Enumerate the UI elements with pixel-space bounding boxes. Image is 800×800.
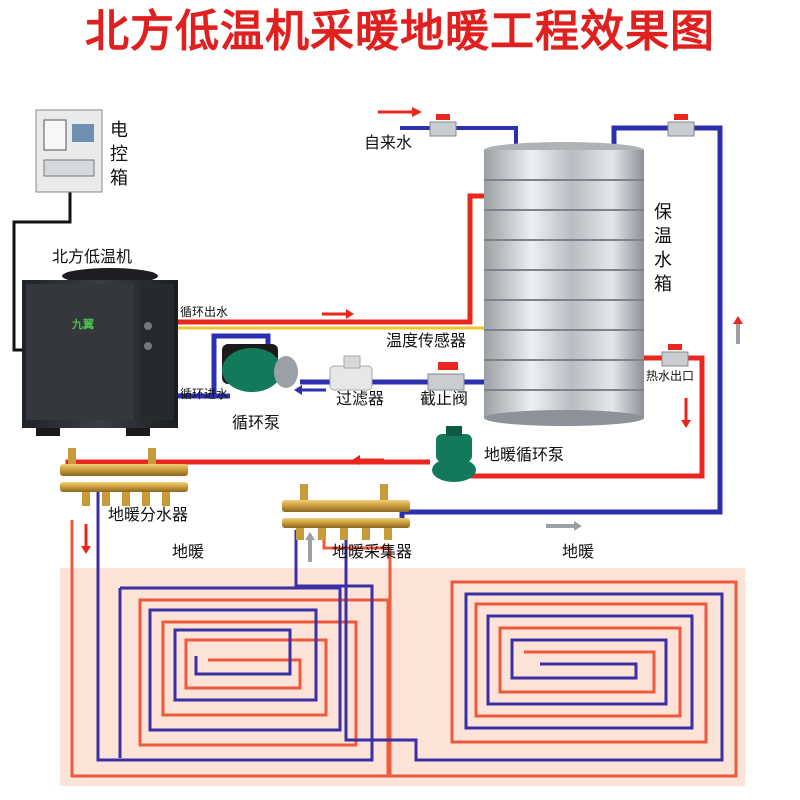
tap-water-valve [429, 114, 457, 137]
cycle-out-label: 循环出水 [180, 305, 228, 319]
hot-water-valve [661, 344, 689, 367]
floor-coil-right-red [322, 528, 738, 778]
floor-label-right: 地暖 [562, 542, 594, 561]
tank-label-4: 箱 [654, 274, 672, 295]
filter-label: 过滤器 [336, 389, 384, 408]
stop-valve-label: 截止阀 [420, 389, 468, 408]
control-box-label-1: 电 [110, 120, 128, 141]
floor-area-left [60, 568, 400, 786]
filter [329, 355, 373, 391]
distributor-manifold [60, 448, 188, 506]
cycle-out-pipe [176, 193, 488, 325]
return-loop-pipe [399, 125, 723, 520]
control-box-label-2: 控 [110, 144, 128, 165]
circulation-pump-label: 循环泵 [232, 413, 280, 432]
floor-coil-left-blue [96, 490, 374, 762]
hot-water-outlet-label: 热水出口 [646, 369, 694, 383]
distributor-label: 地暖分水器 [108, 505, 188, 524]
tap-water-pipe [400, 126, 518, 148]
floor-pump-label: 地暖循环泵 [484, 445, 564, 464]
control-box-label-3: 箱 [110, 168, 128, 189]
control-box [35, 109, 103, 193]
floor-circulation-pump [432, 426, 476, 482]
circulation-pump [222, 344, 298, 392]
tank-label-1: 保 [654, 202, 672, 223]
tap-water-label: 自来水 [364, 133, 412, 152]
heat-pump-label: 北方低温机 [52, 247, 132, 266]
heat-pump-unit [22, 268, 178, 436]
floor-coil-right-blue [344, 528, 724, 762]
collector-label: 地暖采集器 [332, 542, 412, 561]
floor-label-left: 地暖 [172, 542, 204, 561]
tank-label-2: 温 [654, 226, 672, 247]
insulated-tank [484, 142, 644, 426]
pump-loop-pipe [176, 333, 271, 399]
cycle-in-label: 循环进水 [180, 387, 228, 401]
flow-arrows [81, 107, 743, 562]
stop-valve [427, 362, 465, 391]
page-title: 北方低温机采暖地暖工程效果图 [85, 6, 715, 57]
brand-logo: 九翼 [71, 317, 94, 331]
control-cable [12, 192, 72, 352]
temp-sensor-label: 温度传感器 [386, 331, 466, 350]
collector-manifold [282, 484, 410, 540]
tank-top-valve [667, 114, 695, 137]
floor-coil-left-red [70, 520, 390, 778]
tank-label-3: 水 [654, 250, 672, 271]
